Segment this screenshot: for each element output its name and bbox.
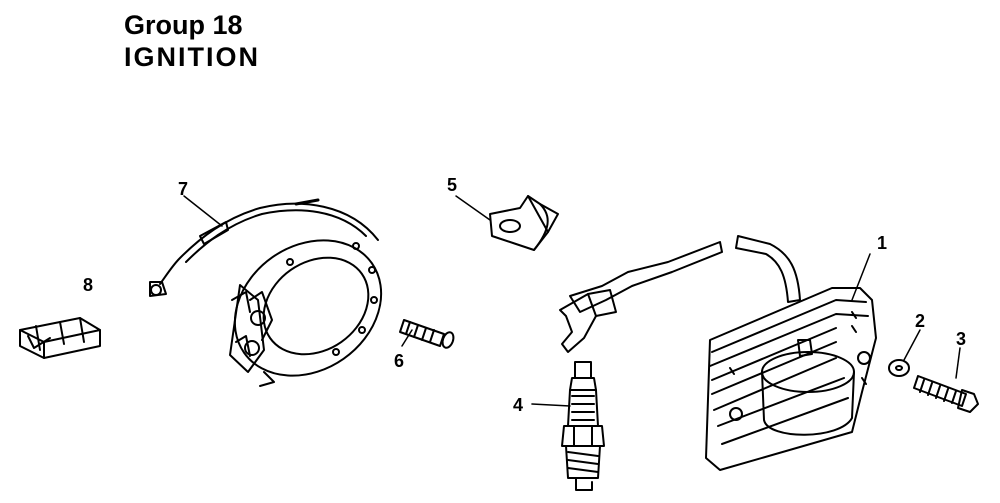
- callout-2: 2: [915, 311, 926, 331]
- part-2-washer: [888, 359, 910, 377]
- part-4-spark-plug: [561, 361, 605, 491]
- section-title: IGNITION: [124, 42, 260, 72]
- stator-plate: [229, 239, 383, 387]
- callout-6: 6: [394, 351, 405, 371]
- callout-7: 7: [178, 179, 189, 199]
- callout-3: 3: [956, 329, 967, 349]
- part-8-terminal-block: [19, 317, 101, 359]
- part-6-screw: [399, 319, 455, 349]
- callout-1: 1: [877, 233, 888, 253]
- part-5-clip: [489, 195, 559, 251]
- part-1-ignition-coil: [559, 235, 877, 471]
- part-7-ground-wire: [149, 198, 379, 297]
- part-3-bolt: [913, 375, 979, 413]
- callout-8: 8: [83, 275, 94, 295]
- leader-lines: [183, 195, 961, 407]
- group-title: Group 18: [124, 10, 243, 40]
- callout-4: 4: [513, 395, 524, 415]
- callout-5: 5: [447, 175, 458, 195]
